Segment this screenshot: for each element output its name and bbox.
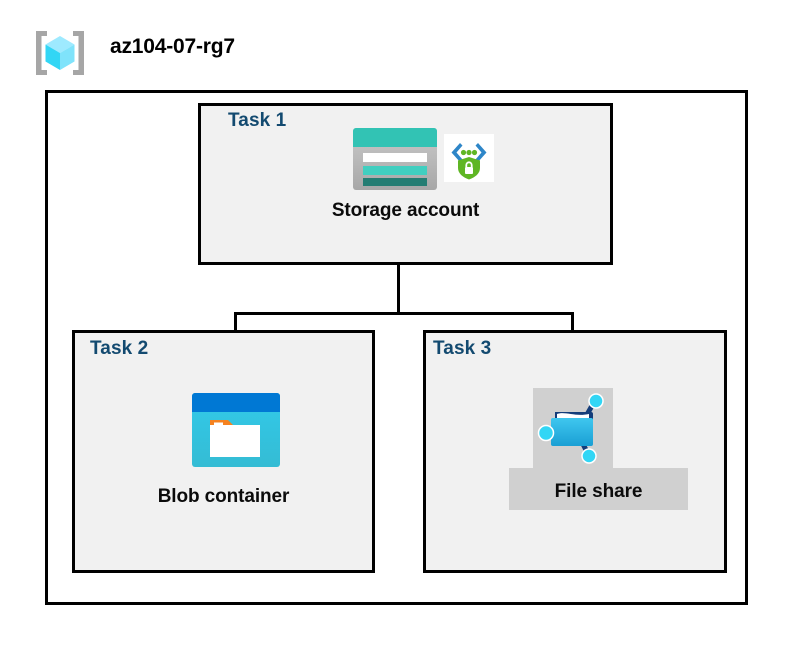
storage-account-icon [353, 128, 437, 190]
resource-group-title: az104-07-rg7 [110, 35, 235, 58]
storage-account-label: Storage account [331, 200, 480, 221]
file-share-icon [535, 390, 611, 466]
secure-endpoint-shield-icon [444, 134, 494, 182]
task-2-label: Task 2 [90, 338, 149, 359]
connector-horizontal-bus [234, 312, 574, 315]
blob-container-icon [192, 393, 280, 467]
file-share-label: File share [554, 481, 643, 502]
task-3-label: Task 3 [433, 338, 492, 359]
blob-container-label: Blob container [157, 486, 290, 507]
connector-storage-down [397, 265, 400, 315]
resource-group-icon [33, 28, 87, 78]
resource-group-header: az104-07-rg7 [30, 26, 450, 76]
file-share-label-highlight [509, 468, 688, 510]
task-1-label: Task 1 [228, 110, 287, 131]
